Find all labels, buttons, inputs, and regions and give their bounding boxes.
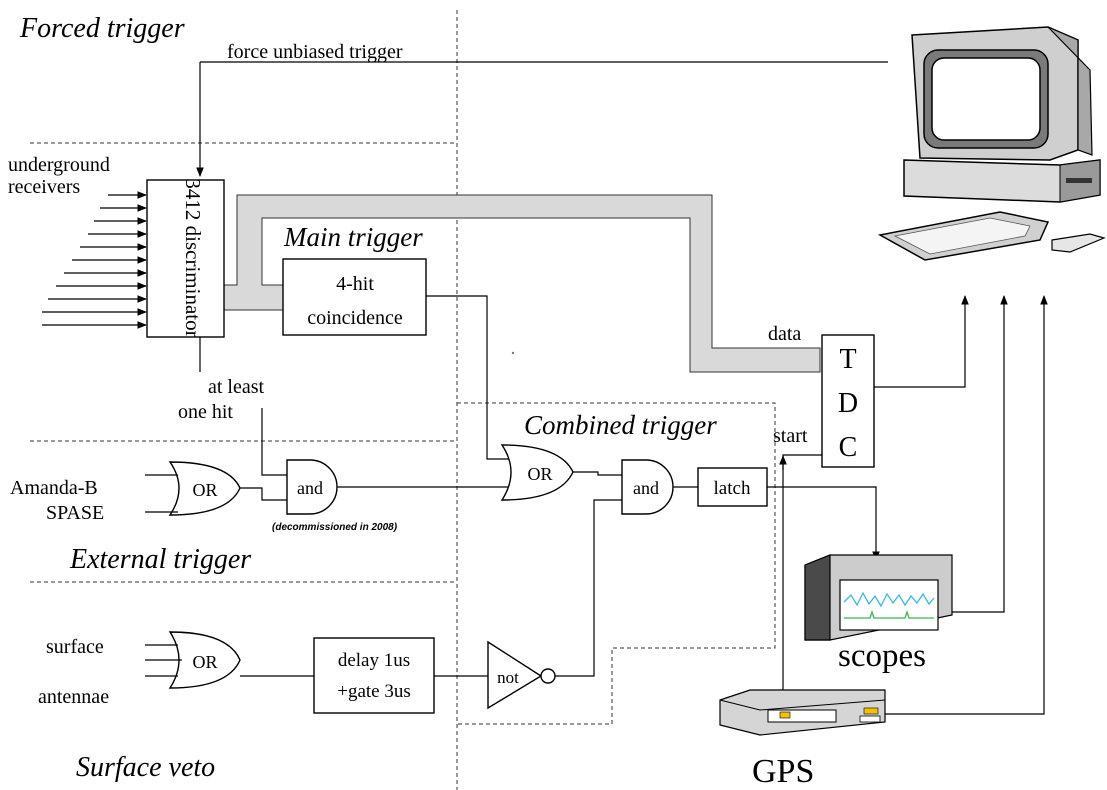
tdc-d: D	[838, 388, 858, 419]
combined-and-gate	[621, 459, 674, 515]
surface-veto-title: Surface veto	[76, 752, 215, 783]
external-trigger-title: External trigger	[69, 544, 251, 575]
latch-label: latch	[714, 478, 751, 499]
one-hit-wire-b	[261, 408, 287, 476]
scopes-icon	[804, 554, 953, 641]
coincidence-label-2: coincidence	[307, 307, 403, 329]
discriminator-box	[146, 179, 225, 338]
scopes-label: scopes	[838, 638, 926, 674]
stray-dot	[511, 351, 515, 355]
gps-icon	[719, 689, 886, 736]
or-to-and-wire	[240, 487, 287, 501]
tdc-c: C	[839, 432, 858, 463]
combined-trigger-title: Combined trigger	[524, 410, 717, 440]
force-unbiased-label: force unbiased trigger	[227, 41, 403, 63]
coincidence-to-or-wire	[426, 295, 510, 460]
delay-label-1: delay 1us	[338, 650, 410, 671]
or-to-and2-wire	[573, 471, 622, 476]
data-label: data	[768, 323, 801, 345]
at-least-label: at least	[208, 376, 265, 398]
combined-or-gate	[500, 444, 574, 501]
external-or-gate	[168, 461, 241, 516]
start-label: start	[773, 425, 808, 447]
tdc-t: T	[839, 344, 856, 375]
external-and-gate	[286, 459, 338, 515]
decommissioned-note: (decommissioned in 2008)	[272, 522, 398, 533]
one-hit-label: one hit	[178, 401, 233, 423]
receivers-label: receivers	[8, 176, 80, 198]
delay-box	[313, 637, 435, 714]
external-or-label: OR	[192, 480, 217, 500]
not-to-and-wire	[555, 499, 622, 677]
tdc-box	[821, 334, 875, 468]
underground-label: underground	[8, 154, 110, 176]
gps-label: GPS	[752, 753, 814, 790]
latch-to-scopes-wire	[767, 486, 880, 561]
delay-label-2: +gate 3us	[337, 681, 411, 702]
amanda-label: Amanda-B	[10, 477, 98, 499]
external-and-label: and	[297, 478, 323, 498]
antennae-label: antennae	[38, 686, 109, 708]
not-gate	[487, 640, 543, 710]
coincidence-label-1: 4-hit	[336, 273, 374, 295]
receiver-input-arrows	[42, 191, 147, 329]
start-wire	[779, 454, 822, 731]
gps-to-computer-wire	[885, 295, 1048, 715]
spase-label: SPASE	[46, 502, 104, 524]
coincidence-box	[282, 258, 427, 336]
combined-or-label: OR	[527, 464, 552, 484]
surface-label: surface	[46, 636, 104, 658]
computer-icon	[877, 26, 1106, 261]
combined-and-label: and	[633, 478, 659, 498]
discriminator-label: 3412 discriminator	[181, 178, 205, 337]
main-trigger-title: Main trigger	[283, 222, 423, 252]
scopes-to-computer-wire	[952, 295, 1008, 613]
not-bubble	[540, 668, 556, 684]
region-boundaries	[30, 10, 776, 790]
veto-or-gate	[168, 631, 241, 689]
tdc-to-computer-wire	[874, 295, 969, 388]
forced-trigger-title: Forced trigger	[19, 13, 185, 44]
veto-or-label: OR	[192, 652, 217, 672]
not-label: not	[497, 668, 519, 687]
